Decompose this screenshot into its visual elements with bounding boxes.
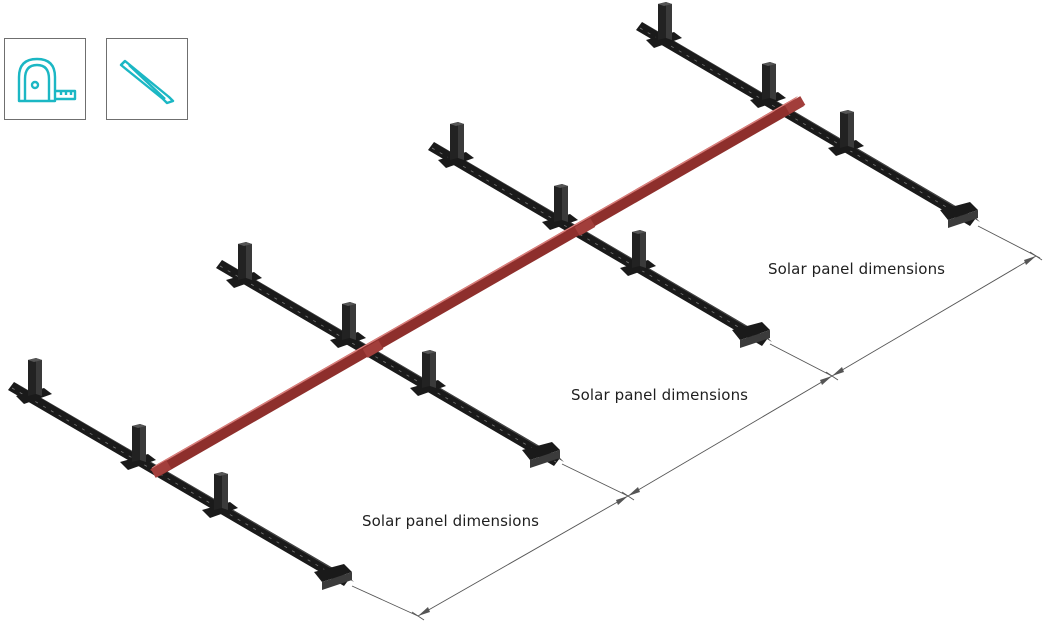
dimension-line-1 — [417, 495, 629, 617]
dimension-lines — [351, 225, 1043, 621]
measure-tool-button[interactable] — [4, 38, 86, 120]
dimension-line-2 — [627, 375, 833, 497]
pencil-icon — [119, 59, 175, 105]
rail-3 — [428, 122, 772, 348]
rail-2 — [216, 242, 564, 468]
dimension-line-3 — [831, 255, 1037, 377]
pencil-tool-button[interactable] — [106, 38, 188, 120]
dimension-arrows — [418, 256, 1036, 616]
rail-4 — [636, 2, 980, 228]
connector-beam — [150, 96, 806, 478]
tape-measure-icon — [17, 57, 77, 103]
rail-1 — [8, 358, 354, 590]
dimension-label-1: Solar panel dimensions — [362, 512, 540, 530]
dimension-label-3: Solar panel dimensions — [768, 260, 946, 278]
dimension-label-2: Solar panel dimensions — [571, 386, 749, 404]
